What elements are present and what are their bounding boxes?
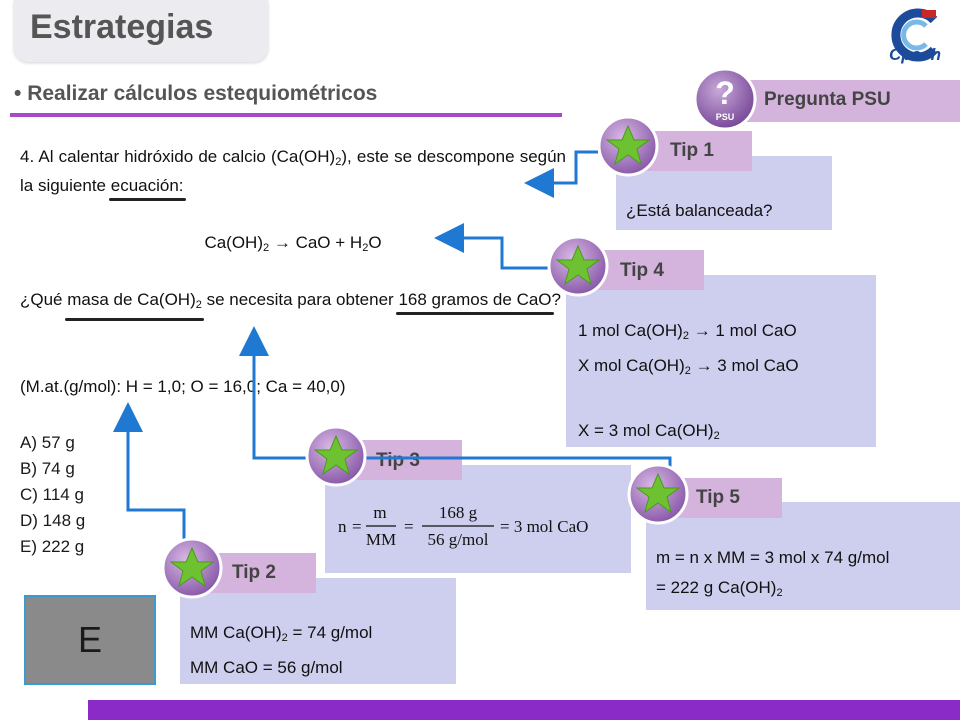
tip1-label: Tip 1 <box>670 140 714 161</box>
tip2-star-icon <box>161 537 223 599</box>
tip3-formula: n = m MM = 168 g 56 g/mol = 3 mol CaO <box>338 503 588 549</box>
tip5-text: m = n x MM = 3 mol x 74 g/mol = 222 g Ca… <box>656 543 889 608</box>
tip1-star-icon <box>597 115 659 177</box>
tip3-star-icon <box>305 425 367 487</box>
formula-m: m <box>373 503 386 522</box>
subtitle-text: Realizar cálculos estequiométricos <box>27 82 378 105</box>
question-ask-part: ? <box>551 290 561 309</box>
equation-part: O <box>368 233 382 252</box>
chemical-equation: Ca(OH)2 → CaO + H2O <box>20 231 566 260</box>
arrow-tip2 <box>113 402 186 548</box>
tip2-line1-b: = 74 g/mol <box>287 623 373 642</box>
subscript: 2 <box>263 242 270 254</box>
subscript: 2 <box>713 430 720 442</box>
option-b[interactable]: B) 74 g <box>20 459 75 478</box>
tip4-star-icon <box>547 235 609 297</box>
tip2-box <box>180 578 456 684</box>
question-ask: ¿Qué masa de Ca(OH)2 se necesita para ob… <box>20 288 566 321</box>
question-ask-part: ¿Qué <box>20 290 68 309</box>
tip5-line1: m = n x MM = 3 mol x 74 g/mol <box>656 548 890 567</box>
bottom-accent-bar <box>88 700 960 720</box>
formula-numerator: 168 g <box>439 503 478 522</box>
subscript: 2 <box>684 365 691 377</box>
formula-denominator: 56 g/mol <box>428 530 489 549</box>
formula-n: n <box>338 517 347 536</box>
formula-result: = 3 mol CaO <box>500 517 588 536</box>
formula-mm: MM <box>366 530 396 549</box>
title-panel <box>14 0 268 62</box>
tip4-line1: 1 mol Ca(OH)2 → 1 mol CaO <box>578 316 799 351</box>
tip4-line2-b: → 3 mol CaO <box>690 356 799 375</box>
tip2-line1: MM Ca(OH)2 = 74 g/mol <box>190 618 372 653</box>
svg-text:?: ? <box>715 75 735 111</box>
subscript: 2 <box>281 632 288 644</box>
underlined-text: masa de Ca(OH) <box>67 290 196 309</box>
atomic-masses: (M.at.(g/mol): H = 1,0; O = 16,0; Ca = 4… <box>20 377 346 396</box>
tip2-text: MM Ca(OH)2 = 74 g/mol MM CaO = 56 g/mol <box>190 618 372 683</box>
cpech-logo-icon <box>891 8 938 62</box>
option-e[interactable]: E) 222 g <box>20 537 85 556</box>
section-subtitle: • Realizar cálculos estequiométricos <box>14 82 378 105</box>
underlined-term: masa de Ca(OH)2 <box>65 288 204 321</box>
formula-equals-2: = <box>404 517 414 536</box>
psu-label: Pregunta PSU <box>764 89 891 110</box>
answer-box: E <box>24 595 156 685</box>
tip2-line1-a: MM Ca(OH) <box>190 623 282 642</box>
tip2-label: Tip 2 <box>232 562 276 583</box>
subscript: 2 <box>776 587 783 599</box>
option-a[interactable]: A) 57 g <box>20 433 75 452</box>
question-intro-part: ), este se descompone según la siguiente <box>20 147 567 195</box>
tip4-line3-a: X = 3 mol Ca(OH) <box>578 421 714 440</box>
tip5-star-icon <box>627 463 689 525</box>
tip3-box <box>325 465 631 573</box>
logo-text: Cpech <box>889 45 941 64</box>
tip3-label: Tip 3 <box>376 450 420 471</box>
tip5-line2: = 222 g Ca(OH)2 <box>656 573 889 608</box>
equation-part: Ca(OH) <box>204 233 263 252</box>
question-intro-part: 4. Al calentar hidróxido de calcio (Ca(O… <box>20 147 336 166</box>
tip4-label: Tip 4 <box>620 260 664 281</box>
page-title: Estrategias <box>30 8 214 46</box>
underlined-term: 168 gramos de CaO <box>396 290 554 315</box>
tip4-text: 1 mol Ca(OH)2 → 1 mol CaO X mol Ca(OH)2 … <box>578 316 799 451</box>
tip4-line1-a: 1 mol Ca(OH) <box>578 321 683 340</box>
subscript: 2 <box>362 242 369 254</box>
tip4-line1-b: → 1 mol CaO <box>688 321 797 340</box>
tip1-text: ¿Está balanceada? <box>626 201 773 220</box>
subtitle-divider <box>10 113 562 117</box>
tip5-line2-a: = 222 g Ca(OH) <box>656 578 777 597</box>
psu-tab <box>728 80 960 122</box>
subscript: 2 <box>682 330 689 342</box>
tip5-box <box>646 502 960 610</box>
equation-part: → CaO + H <box>269 233 363 252</box>
tip5-label: Tip 5 <box>696 487 740 508</box>
tip2-line2: MM CaO = 56 g/mol <box>190 658 343 677</box>
question-ask-part: se necesita para obtener <box>201 290 399 309</box>
tip4-line2-a: X mol Ca(OH) <box>578 356 685 375</box>
option-c[interactable]: C) 114 g <box>20 485 84 504</box>
subscript: 2 <box>335 156 342 168</box>
subscript: 2 <box>195 299 202 311</box>
psu-icon-text: PSU <box>716 112 735 122</box>
tip4-line3: X = 3 mol Ca(OH)2 <box>578 416 799 451</box>
underlined-term: ecuación: <box>108 176 186 201</box>
answer-options: A) 57 g B) 74 g C) 114 g D) 148 g E) 222… <box>20 430 85 560</box>
psu-question-icon: ? PSU <box>693 67 757 131</box>
formula-equals: = <box>352 517 362 536</box>
question-intro: 4. Al calentar hidróxido de calcio (Ca(O… <box>20 145 567 201</box>
tip4-line2: X mol Ca(OH)2 → 3 mol CaO <box>578 351 799 386</box>
option-d[interactable]: D) 148 g <box>20 511 86 530</box>
